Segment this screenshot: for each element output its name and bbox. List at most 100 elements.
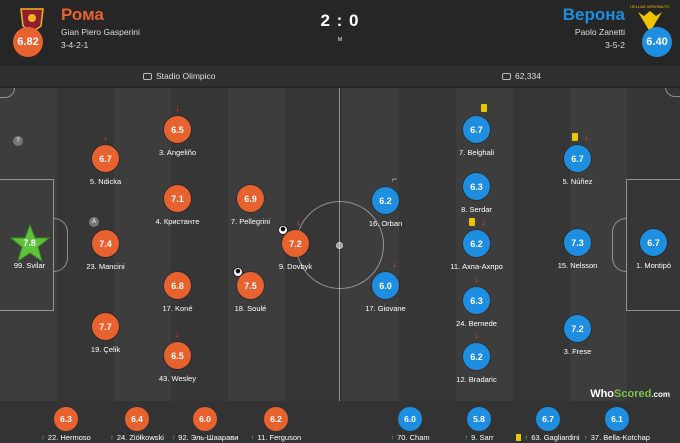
player-rating: 7.1: [164, 185, 191, 212]
player-name: 16. Orban: [368, 219, 403, 228]
stadium-info: Stadio Olimpico: [143, 71, 216, 81]
player-name: ↑37. Bella-Kotchap: [584, 433, 650, 442]
player-name: ↑9. Sarr: [464, 433, 494, 442]
player-name: ↑11. Ferguson: [250, 433, 302, 442]
player-name: 17. Giovane: [365, 304, 406, 313]
player-rating: 7.2: [282, 230, 309, 257]
player-rating: 6.0: [193, 407, 217, 431]
player-name: 8. Serdar: [461, 205, 492, 214]
home-formation: 3-4-2-1: [61, 40, 89, 50]
player-name: 17. Koné: [162, 304, 193, 313]
player-name: 1. Montipò: [635, 261, 672, 270]
player-rating: 6.4: [125, 407, 149, 431]
arrow-up-icon: ↑: [171, 433, 176, 442]
player-name: 12. Bradaric: [456, 375, 497, 384]
stadium-icon: [143, 73, 152, 80]
player-rating: 6.9: [237, 185, 264, 212]
arrow-down-icon: ↓: [584, 132, 589, 142]
player-name: 24. Bernede: [456, 319, 497, 328]
arrow-up-icon: ↑: [250, 433, 255, 442]
center-spot: [336, 242, 343, 249]
stadium-name: Stadio Olimpico: [156, 71, 216, 81]
home-coach: Gian Piero Gasperini: [61, 27, 140, 37]
attendance-info: 62,334: [502, 71, 541, 81]
player-rating: 7.4: [92, 230, 119, 257]
player-rating: 7.5: [237, 272, 264, 299]
arrow-up-icon: ↑: [584, 433, 588, 442]
home-team-name[interactable]: Рома: [61, 5, 104, 24]
corner-arc: [0, 88, 15, 98]
player-rating: 7.7: [92, 313, 119, 340]
match-info-bar: Stadio Olimpico 62,334: [0, 66, 680, 86]
arrow-down-icon: ↓: [474, 330, 479, 340]
arrow-down-icon: ↓: [103, 132, 108, 142]
player-name: 15. Nelsson: [557, 261, 598, 270]
match-status: м: [337, 36, 343, 43]
arrow-down-icon: ↓: [175, 103, 180, 113]
player-rating: 6.0: [372, 272, 399, 299]
player-rating: 6.7: [463, 116, 490, 143]
player-name: 7. Pellegrini: [230, 217, 271, 226]
player-name: 43. Wesley: [159, 374, 196, 383]
player-name: ↑70. Cham: [390, 433, 430, 442]
player-name: 4. Кристанте: [155, 217, 200, 226]
player-rating: 6.7: [640, 229, 667, 256]
away-formation: 3-5-2: [605, 40, 625, 50]
player-name: 3. Frese: [563, 347, 592, 356]
arrow-down-icon: ↓: [392, 259, 397, 269]
whoscored-logo[interactable]: WhoScored.com: [590, 388, 670, 400]
yellow-card-icon: [481, 104, 487, 112]
player-rating: 6.2: [264, 407, 288, 431]
away-penalty-box: [626, 179, 680, 311]
player-name: ↑22. Hermoso: [41, 433, 91, 442]
arrow-up-icon: ↑: [110, 433, 114, 442]
player-rating: 6.0: [398, 407, 422, 431]
yellow-card-icon: [469, 218, 475, 226]
away-crest-text: HELLAS VERONA FC: [630, 4, 670, 9]
attendance-value: 62,334: [515, 71, 541, 81]
player-rating: 6.7: [92, 145, 119, 172]
substitution-marker-icon: ⌐: [391, 174, 398, 184]
player-name: 99. Svilar: [13, 261, 46, 270]
corner-arc: [665, 88, 680, 97]
player-rating: 6.3: [463, 173, 490, 200]
player-rating: 6.5: [164, 342, 191, 369]
player-rating: 6.5: [164, 116, 191, 143]
yellow-card-icon: [572, 133, 578, 141]
ball-icon: ⬣: [233, 267, 243, 277]
player-name: 18. Soulé: [234, 304, 267, 313]
player-rating: 6.3: [54, 407, 78, 431]
player-rating: 6.7: [536, 407, 560, 431]
match-header: 6.82 Рома Gian Piero Gasperini 3-4-2-1 2…: [0, 0, 680, 62]
away-team-name[interactable]: Верона: [562, 5, 625, 24]
away-crest-icon[interactable]: HELLAS VERONA FC: [630, 2, 670, 36]
arrow-down-icon: ↓: [296, 217, 301, 227]
yellow-card-icon: [516, 434, 522, 441]
player-name: 3. Angeliño: [158, 148, 197, 157]
match-score: 2 : 0: [320, 11, 360, 30]
arrow-up-icon: ↑: [390, 433, 395, 442]
substitutes-bar: 6.3 ↑22. Hermoso 6.4 ↑24. Ziółkowski 6.0…: [0, 401, 680, 443]
home-team-rating: 6.82: [13, 27, 43, 57]
player-rating: 7.3: [564, 229, 591, 256]
away-team-rating: 6.40: [642, 27, 672, 57]
player-rating: 6.2: [463, 230, 490, 257]
player-name: ↑63. Gagliardini: [488, 433, 608, 442]
player-name: 5. Núñez: [562, 177, 593, 186]
arrow-up-icon: ↑: [41, 433, 45, 442]
arrow-up-icon: ↑: [524, 433, 529, 442]
assist-icon: A: [89, 217, 99, 227]
player-name: 7. Belghali: [458, 148, 495, 157]
player-rating: 6.8: [164, 272, 191, 299]
motm-info-icon: ?: [13, 136, 23, 146]
man-of-the-match-star-icon: [10, 223, 50, 263]
player-name: ↑24. Ziółkowski: [110, 433, 164, 442]
player-name: 9. Dovbyk: [278, 262, 313, 271]
player-name: 19. Çelik: [90, 345, 121, 354]
arrow-down-icon: ↓: [481, 217, 486, 227]
arrow-down-icon: ↓: [474, 274, 479, 284]
player-rating: 7.8: [23, 237, 36, 248]
player-name: 11. Ахпа-Ахпро: [450, 262, 503, 271]
player-rating: 6.1: [605, 407, 629, 431]
